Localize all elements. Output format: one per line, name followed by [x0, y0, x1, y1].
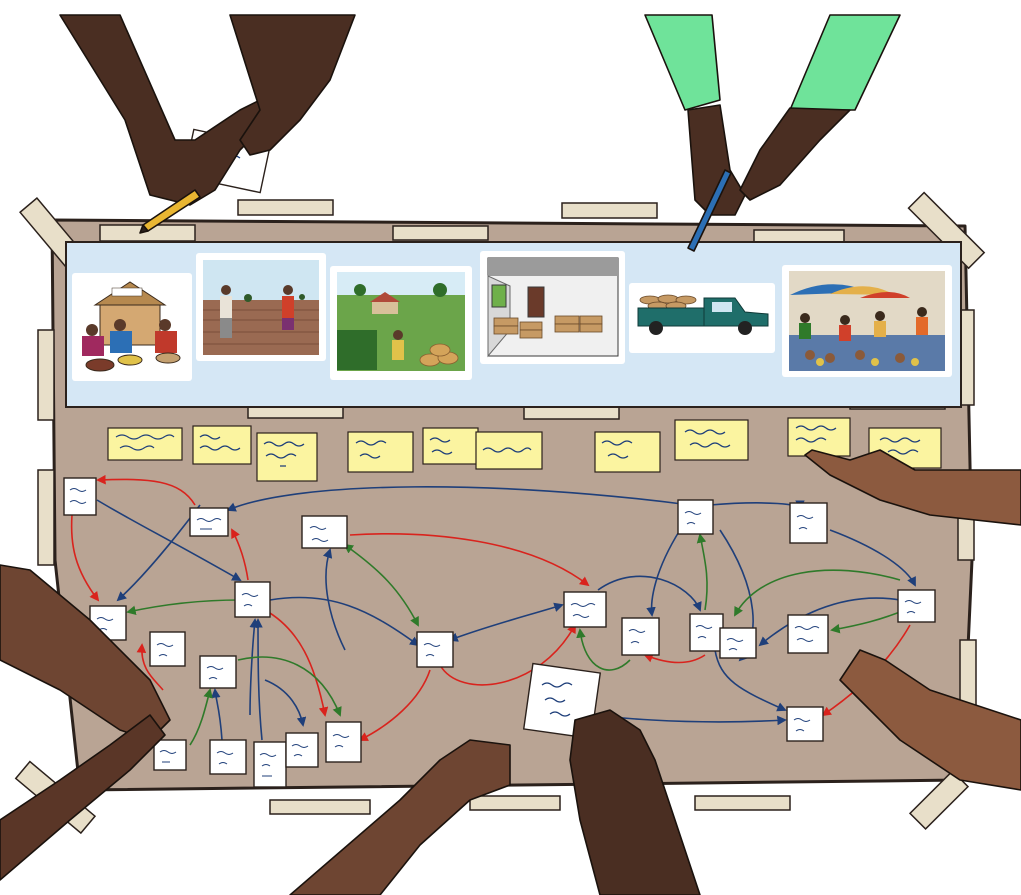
pencil-icon: [139, 189, 201, 234]
note-card: [209, 739, 247, 775]
note-card: [199, 655, 237, 689]
note-card: [416, 631, 454, 668]
hand-right-lower: [839, 649, 1021, 791]
note-card: [301, 515, 348, 549]
sticky-note: [594, 431, 661, 473]
sticky-note: [107, 427, 183, 461]
note-card: [285, 732, 319, 768]
note-card: [689, 613, 724, 652]
arm-top-right-hand: [687, 104, 746, 216]
note-card: [253, 741, 287, 788]
note-card: [149, 631, 186, 667]
sticky-note: [347, 431, 414, 473]
sticky-note: [256, 432, 318, 482]
arm-top-left-hand: [229, 14, 356, 156]
photo-transport-truck: [629, 283, 775, 353]
note-card: [153, 739, 187, 771]
photo-market-women-sorting: [72, 273, 192, 381]
note-card: [897, 589, 936, 623]
note-card: [563, 591, 607, 628]
connection-arrows: [70, 474, 916, 746]
sticky-note-row: [107, 417, 942, 482]
note-card: [786, 706, 824, 742]
arm-left-lower: [0, 714, 166, 881]
note-card: [787, 614, 829, 654]
note-card: [621, 617, 660, 656]
arm-bottom-right: [569, 709, 701, 895]
photo-field-planting: [196, 253, 326, 361]
sticky-note: [192, 425, 252, 465]
note-card: [189, 507, 229, 537]
photo-market-stalls: [782, 265, 952, 377]
white-cards: [63, 128, 936, 788]
arm-top-right-sleeve-2: [789, 14, 901, 111]
pen-icon: [687, 169, 732, 252]
arm-bottom-center: [289, 739, 511, 895]
note-card: [677, 499, 714, 535]
arm-top-right-sleeve: [644, 14, 721, 111]
photo-crop-harvest: [330, 266, 472, 380]
photo-storage-room: [480, 251, 625, 364]
sticky-note: [787, 417, 851, 457]
hands: [0, 14, 1021, 895]
note-card: [63, 477, 97, 516]
note-card: [789, 502, 828, 544]
note-card: [719, 627, 757, 659]
sticky-note: [674, 419, 749, 461]
arm-top-right-hand-2: [739, 107, 851, 201]
note-card: [234, 581, 271, 618]
note-card: [325, 721, 362, 763]
sticky-note: [475, 431, 543, 470]
hand-right-pointing: [804, 449, 1021, 526]
sticky-note: [422, 427, 479, 465]
